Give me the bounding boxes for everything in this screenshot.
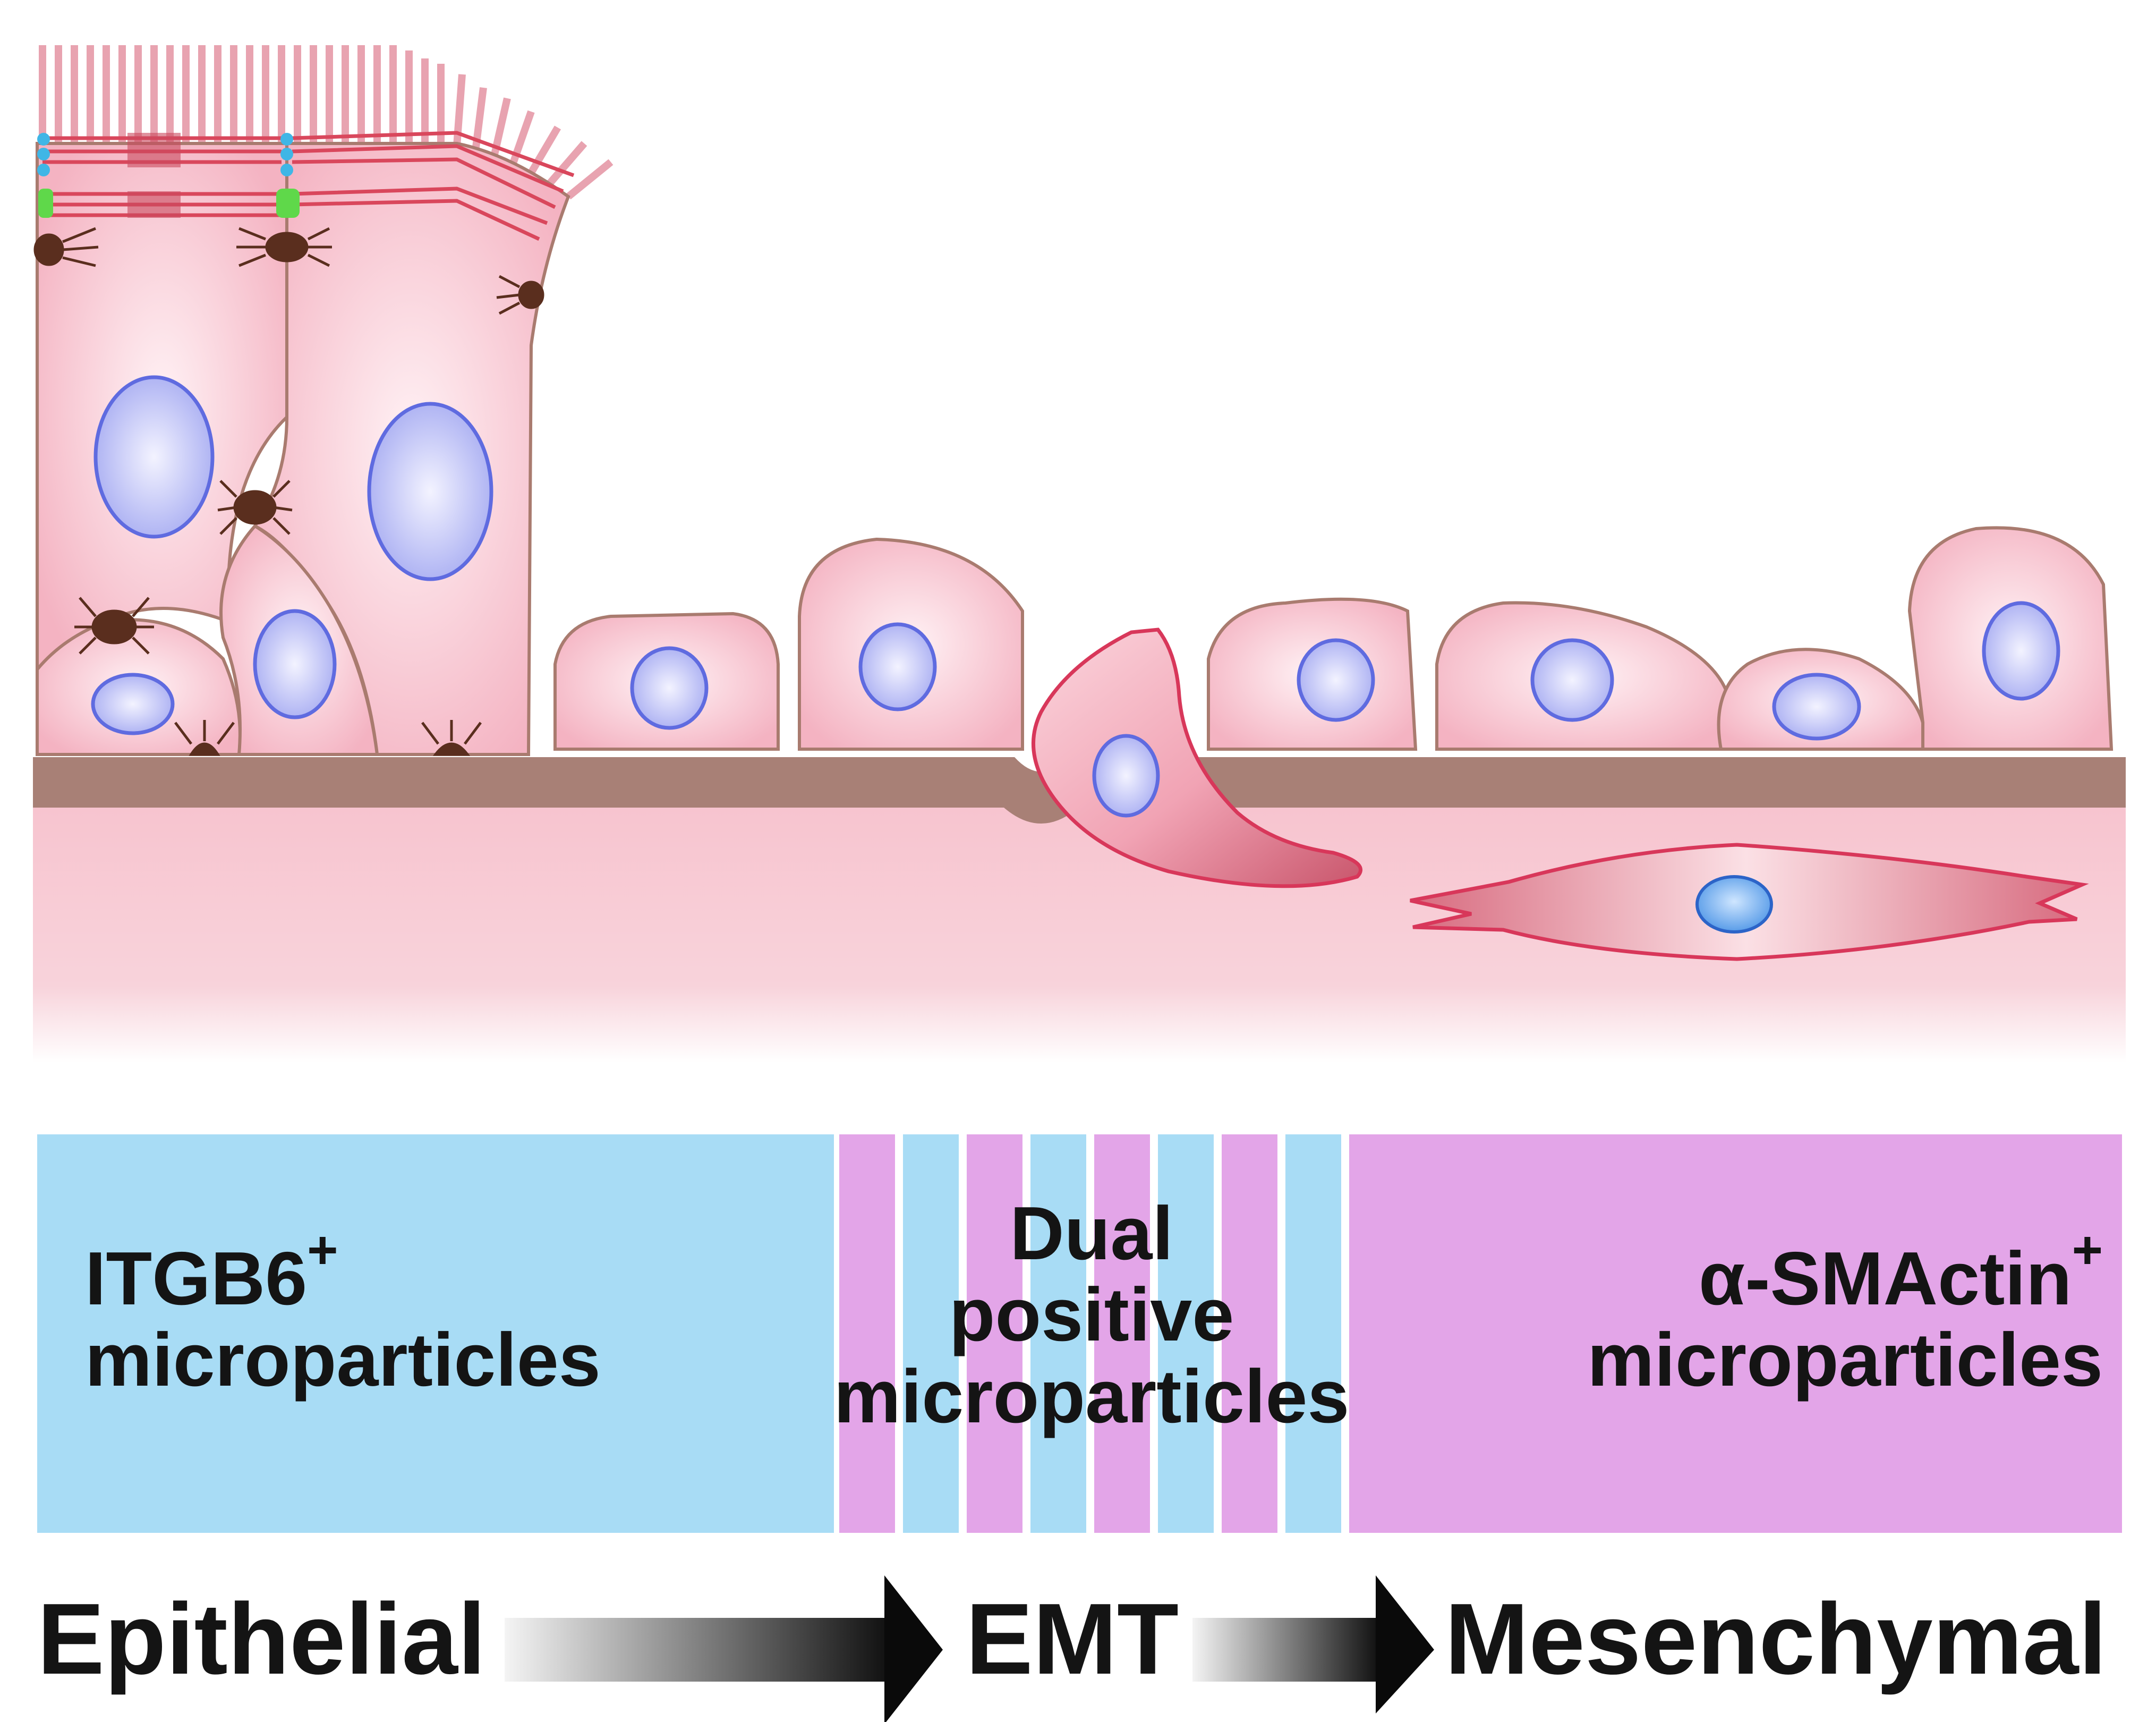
asma-band: [1349, 1134, 2122, 1533]
nuclei-columnar: [91, 375, 493, 735]
stage-emt: EMT: [966, 1583, 1179, 1695]
asma-label-sup: +: [2072, 1220, 2103, 1280]
arrow-epithelial-to-emt: [505, 1575, 943, 1722]
microvilli: [39, 45, 613, 200]
stage-mesenchymal: Mesenchymal: [1445, 1583, 2107, 1695]
actin-bands: [42, 131, 575, 241]
nuclei-cuboidal: [630, 601, 2060, 741]
itgb6-label-line1: ITGB6: [85, 1236, 308, 1321]
mesenchymal-nucleus: [1695, 875, 1773, 934]
dual-band-stripes: [839, 1134, 1341, 1533]
asma-label: α-SMActin+ microparticles: [1587, 1224, 2103, 1403]
migrating-cell: [1031, 627, 1362, 888]
dual-positive-label: Dual positive microparticles: [829, 1193, 1354, 1437]
dual-label-line1: Dual: [1010, 1191, 1173, 1276]
desmosomes: [33, 227, 544, 756]
asma-label-line2: microparticles: [1587, 1318, 2103, 1403]
tight-junctions: [37, 133, 293, 176]
stage-epithelial: Epithelial: [37, 1583, 486, 1695]
itgb6-label-sup: +: [307, 1220, 338, 1280]
adherens-junctions: [38, 189, 300, 218]
asma-label-line1: α-SMActin: [1699, 1236, 2072, 1321]
arrow-emt-to-mesenchymal: [1192, 1575, 1434, 1713]
dual-label-line3: microparticles: [833, 1354, 1350, 1439]
itgb6-label: ITGB6+ microparticles: [85, 1224, 601, 1403]
dual-label-line2: positive: [949, 1273, 1234, 1358]
migrating-cell-nucleus: [1092, 734, 1160, 818]
itgb6-band: [37, 1134, 834, 1533]
itgb6-label-line2: microparticles: [85, 1318, 601, 1403]
